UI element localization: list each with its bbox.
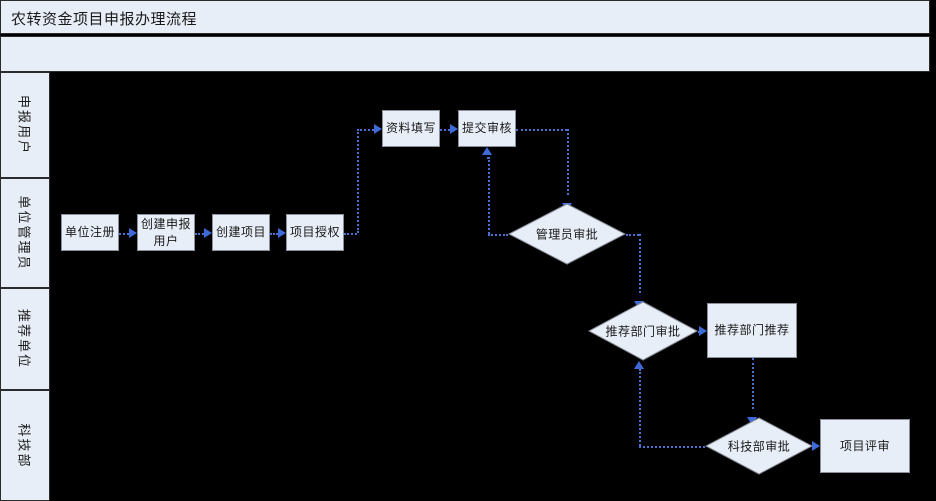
connector-arrow-icon bbox=[812, 441, 820, 451]
swimlane-label: 科技部 bbox=[16, 422, 32, 469]
connector-segment bbox=[639, 369, 641, 446]
connector-segment bbox=[357, 128, 359, 233]
connector-arrow-icon bbox=[374, 123, 382, 134]
node-admin-approval[interactable]: 管理员审批 bbox=[508, 203, 626, 265]
connector-segment bbox=[698, 331, 699, 333]
node-project-review[interactable]: 项目评审 bbox=[820, 419, 910, 473]
connector-segment bbox=[639, 446, 705, 448]
swimlane-label: 推荐单位 bbox=[16, 308, 32, 370]
connector-segment bbox=[488, 234, 508, 236]
connector-segment bbox=[487, 157, 488, 159]
node-dept-recommend[interactable]: 推荐部门推荐 bbox=[707, 303, 797, 358]
node-label: 管理员审批 bbox=[535, 227, 599, 242]
connector-arrow-icon bbox=[634, 361, 644, 369]
node-submit-review[interactable]: 提交审核 bbox=[458, 110, 516, 147]
swimlane-lane-unit-admin: 单位管理员 bbox=[0, 178, 50, 288]
swimlane-label: 申报用户 bbox=[16, 94, 32, 156]
connector-segment bbox=[440, 128, 450, 131]
node-label: 单位注册 bbox=[64, 225, 115, 240]
node-dept-approval[interactable]: 推荐部门审批 bbox=[588, 301, 698, 361]
node-create-project[interactable]: 创建项目 bbox=[212, 214, 270, 251]
node-project-authorize[interactable]: 项目授权 bbox=[286, 214, 344, 251]
node-unit-register[interactable]: 单位注册 bbox=[61, 214, 119, 251]
connector-arrow-icon bbox=[482, 147, 492, 155]
connector-segment bbox=[516, 128, 567, 131]
node-label: 提交审核 bbox=[461, 121, 512, 136]
diamond-shape-icon bbox=[508, 203, 626, 265]
connector-segment bbox=[344, 232, 357, 235]
diamond-shape-icon bbox=[705, 417, 813, 475]
connector-arrow-icon bbox=[129, 227, 137, 238]
node-label: 创建申报用户 bbox=[140, 217, 191, 248]
swimlane-lane-recommend-unit: 推荐单位 bbox=[0, 288, 50, 390]
connector-segment bbox=[270, 232, 278, 235]
diamond-shape-icon bbox=[588, 301, 698, 361]
node-fill-material[interactable]: 资料填写 bbox=[382, 110, 440, 147]
connector-arrow-icon bbox=[278, 227, 286, 238]
connector-segment bbox=[626, 234, 639, 236]
connector-arrow-icon bbox=[747, 417, 757, 425]
connector-segment bbox=[567, 128, 569, 195]
connector-arrow-icon bbox=[450, 123, 458, 134]
connector-arrow-icon bbox=[204, 227, 212, 238]
swimlane-label: 单位管理员 bbox=[16, 195, 32, 271]
diagram-title-bar: 农转资金项目申报办理流程 bbox=[0, 0, 930, 34]
connector-segment bbox=[195, 232, 204, 235]
node-label: 项目评审 bbox=[839, 438, 890, 453]
node-label: 创建项目 bbox=[215, 225, 266, 240]
node-create-user[interactable]: 创建申报用户 bbox=[137, 214, 195, 251]
connector-arrow-icon bbox=[699, 326, 707, 336]
swimlane-lane-science-dept: 科技部 bbox=[0, 390, 50, 501]
page-title: 农转资金项目申报办理流程 bbox=[11, 11, 198, 28]
node-label: 项目授权 bbox=[289, 225, 340, 240]
connector-segment bbox=[357, 128, 374, 131]
node-label: 科技部审批 bbox=[727, 439, 791, 454]
node-label: 推荐部门推荐 bbox=[714, 323, 790, 338]
connector-segment bbox=[488, 157, 490, 234]
diagram-subheader-band bbox=[0, 36, 930, 72]
connector-segment bbox=[752, 358, 754, 409]
connector-segment bbox=[639, 234, 641, 293]
connector-segment bbox=[119, 232, 129, 235]
node-label: 推荐部门审批 bbox=[605, 324, 681, 339]
node-label: 资料填写 bbox=[385, 121, 436, 136]
node-tech-approval[interactable]: 科技部审批 bbox=[705, 417, 813, 475]
swimlane-lane-applicant: 申报用户 bbox=[0, 72, 50, 178]
